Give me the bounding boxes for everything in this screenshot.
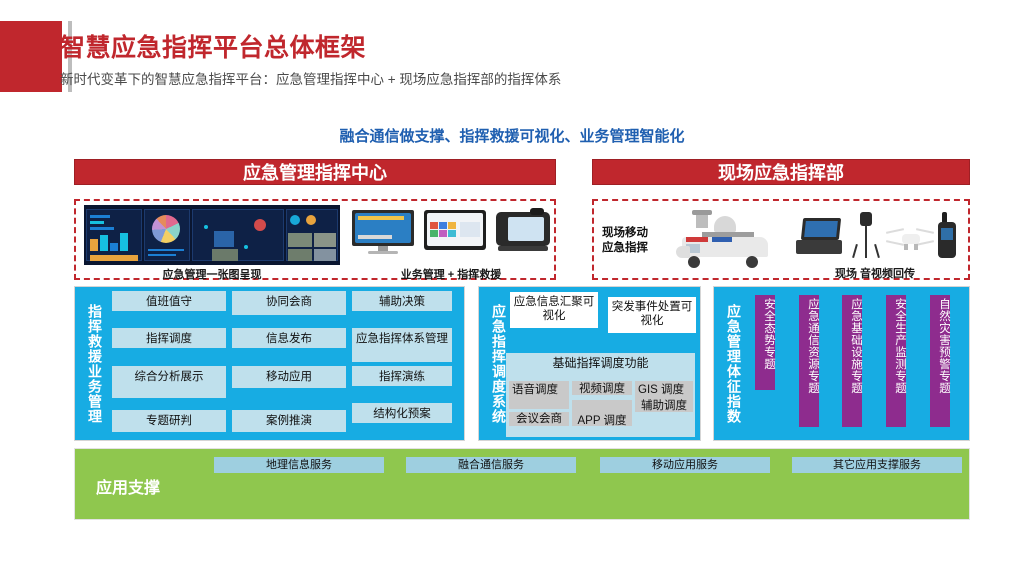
basic-dispatch-function-title: 基础指挥调度功能 bbox=[552, 356, 649, 370]
devices-caption: 业务管理 + 指挥救援 bbox=[400, 269, 502, 281]
tripod-camera-photo bbox=[852, 212, 880, 259]
panel2-vertical-label: 应急指挥调度系统 bbox=[491, 304, 507, 424]
field-caption: 现场 音视频回传 bbox=[834, 268, 916, 280]
cell-command-drill[interactable]: 指挥演练 bbox=[352, 366, 452, 386]
command-vehicle-photo bbox=[672, 206, 778, 272]
cell-case-deduction[interactable]: 案例推演 bbox=[232, 410, 346, 432]
satellite-phone-photo bbox=[938, 212, 956, 258]
cell-incident-handling-visual[interactable]: 突发事件处置可视化 bbox=[608, 297, 696, 333]
service-converged-communication[interactable]: 融合通信服务 bbox=[406, 457, 576, 473]
service-other-support[interactable]: 其它应用支撑服务 bbox=[792, 457, 962, 473]
service-geographic-information[interactable]: 地理信息服务 bbox=[214, 457, 384, 473]
cell-decision-support[interactable]: 辅助决策 bbox=[352, 291, 452, 311]
cell-emergency-command-system-mgmt[interactable]: 应急指挥体系管理 bbox=[352, 328, 452, 362]
section-header-command-center: 应急管理指挥中心 bbox=[74, 159, 556, 185]
cell-mobile-application[interactable]: 移动应用 bbox=[232, 366, 346, 388]
application-support-title: 应用支撑 bbox=[96, 480, 161, 497]
tablet-display-photo bbox=[424, 210, 486, 250]
desktop-monitor-photo bbox=[352, 210, 414, 254]
header-accent-block bbox=[0, 21, 62, 92]
cell-video-dispatch[interactable]: 视频调度 bbox=[572, 381, 632, 395]
cell-emergency-info-aggregation-visual[interactable]: 应急信息汇聚可视化 bbox=[510, 292, 598, 328]
dashboard-caption: 应急管理一张图呈现 bbox=[162, 269, 262, 281]
cell-duty-watch[interactable]: 值班值守 bbox=[112, 291, 226, 311]
page-subtitle: 新时代变革下的智慧应急指挥平台：应急管理指挥中心 + 现场应急指挥部的指挥体系 bbox=[60, 72, 562, 87]
header-divider-rule bbox=[68, 21, 72, 92]
cell-information-release[interactable]: 信息发布 bbox=[232, 328, 346, 348]
cell-app-dispatch[interactable]: APP 调度 bbox=[572, 400, 632, 427]
cell-thematic-assessment[interactable]: 专题研判 bbox=[112, 410, 226, 432]
service-mobile-application[interactable]: 移动应用服务 bbox=[600, 457, 770, 473]
video-conference-terminal-photo bbox=[496, 208, 550, 252]
topic-natural-disaster-warning[interactable]: 自然灾害预警专题 bbox=[930, 295, 950, 427]
drone-photo bbox=[885, 228, 935, 252]
page-title: 智慧应急指挥平台总体框架 bbox=[60, 34, 367, 62]
dashboard-screenshot bbox=[84, 205, 340, 265]
cell-structured-plan[interactable]: 结构化预案 bbox=[352, 403, 452, 423]
panel1-vertical-label: 指挥救援业务管理 bbox=[87, 304, 103, 424]
field-mobile-command-label: 现场移动 应急指挥 bbox=[602, 226, 648, 256]
cell-collaborative-consultation[interactable]: 协同会商 bbox=[232, 291, 346, 315]
section-header-field-command: 现场应急指挥部 bbox=[592, 159, 970, 185]
rugged-laptop-photo bbox=[796, 218, 842, 256]
cell-comprehensive-analysis-display[interactable]: 综合分析展示 bbox=[112, 366, 226, 398]
cell-voice-dispatch[interactable]: 语音调度 bbox=[509, 381, 569, 409]
field-label-line2: 应急指挥 bbox=[602, 242, 648, 254]
cell-assist-dispatch[interactable]: 辅助调度 bbox=[635, 398, 693, 412]
topic-emergency-infrastructure[interactable]: 应急基础设施专题 bbox=[842, 295, 862, 427]
field-label-line1: 现场移动 bbox=[602, 227, 648, 239]
topic-emergency-comm-resource[interactable]: 应急通信资源专题 bbox=[799, 295, 819, 427]
topic-safety-situation[interactable]: 安全态势专题 bbox=[755, 295, 775, 390]
topic-safety-production-monitoring[interactable]: 安全生产监测专题 bbox=[886, 295, 906, 427]
cell-meeting-consultation[interactable]: 会议会商 bbox=[509, 412, 569, 426]
cell-command-dispatch[interactable]: 指挥调度 bbox=[112, 328, 226, 348]
tagline: 融合通信做支撑、指挥救援可视化、业务管理智能化 bbox=[339, 128, 685, 145]
panel3-vertical-label: 应急管理体征指数 bbox=[726, 304, 742, 424]
